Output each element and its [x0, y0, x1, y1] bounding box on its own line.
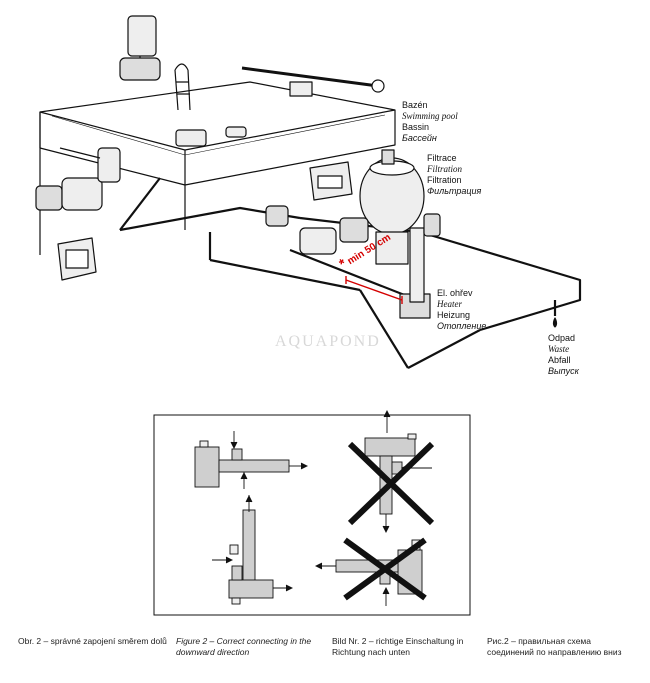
floor-device: [175, 129, 207, 147]
electric-heater: [399, 213, 441, 319]
drain-drop-icon: [552, 317, 558, 328]
incorrect-connection-1: [347, 409, 435, 534]
inlet-nozzle: [225, 126, 247, 138]
cross-mark-icon: [347, 441, 435, 526]
incorrect-connection-2: [314, 537, 427, 606]
sand-filter: [359, 149, 425, 265]
correct-connection-2: [212, 494, 294, 605]
caption-de: Bild Nr. 2 – richtige Einschaltung in Ri…: [332, 636, 464, 657]
label-pool: Bazén Swimming pool Bassin Бассейн: [402, 100, 458, 143]
caption-cz: Obr. 2 – správné zapojení směrem dolů: [18, 636, 167, 646]
pool-cover-roller: [241, 66, 385, 97]
label-heater: El. ohřev Heater Heizung Отопление: [437, 288, 487, 331]
watermark: AQUAPOND: [275, 333, 381, 350]
correct-connection-1: [194, 431, 309, 489]
control-box: [57, 237, 97, 281]
min-distance-marker: [345, 276, 403, 304]
pump-left: [35, 147, 121, 211]
label-filtration: Filtrace Filtration Filtration Фильтраци…: [427, 153, 482, 196]
label-waste: Odpad Waste Abfall Выпуск: [548, 333, 579, 376]
pool-ladder: [174, 63, 191, 111]
caption-ru: Рис.2 – правильная схема соединений по н…: [487, 636, 622, 657]
pool-cleaner-robot: [119, 15, 161, 81]
filter-pump: [265, 205, 369, 255]
caption-en: Figure 2 – Correct connecting in the dow…: [176, 636, 312, 657]
cross-mark-icon: [343, 537, 427, 601]
filtration-controller: [309, 161, 353, 201]
